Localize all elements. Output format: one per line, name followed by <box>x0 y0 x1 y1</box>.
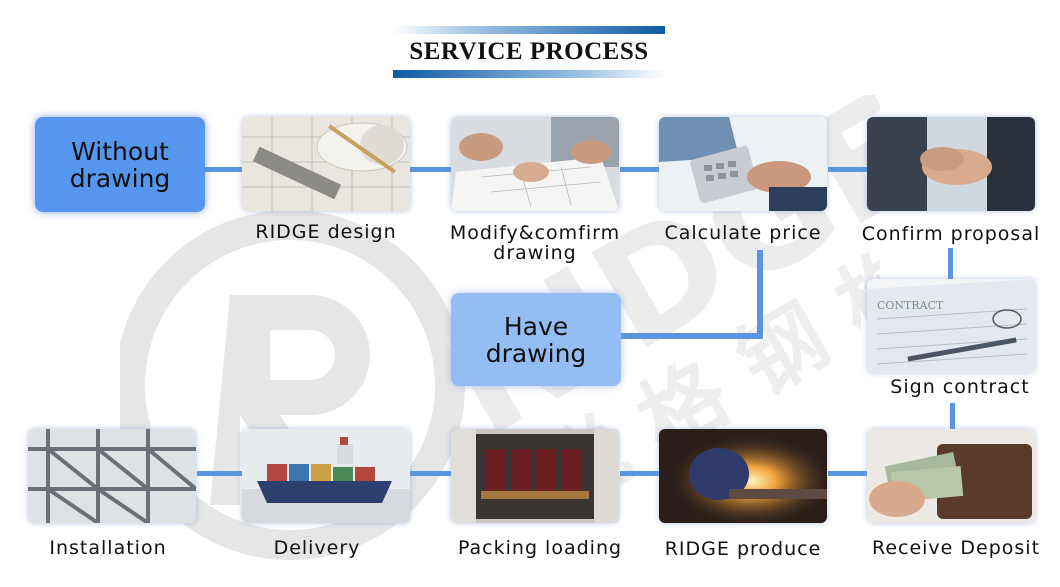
calculate-price-photo <box>659 117 827 211</box>
have-drawing-label: Have drawing <box>485 311 587 368</box>
modify-confirm-line1: Modify&comfirm <box>449 222 621 244</box>
connector-contract-deposit <box>950 403 955 431</box>
connector-have-up <box>757 250 763 338</box>
modify-confirm-label: Modify&comfirm drawing <box>440 223 630 263</box>
installation-photo <box>28 429 196 523</box>
connector-modify-calc <box>620 167 660 172</box>
title-bottom-accent <box>393 70 665 78</box>
page-title: SERVICE PROCESS <box>409 38 649 65</box>
without-drawing-label: Without drawing <box>69 136 171 193</box>
connector-start-design <box>205 167 245 172</box>
connector-delivery-install <box>197 471 242 476</box>
handshake-photo <box>867 117 1035 211</box>
modify-drawing-photo <box>451 117 619 211</box>
receive-deposit-label: Receive Deposit <box>871 537 1041 559</box>
connector-deposit-produce <box>828 471 868 476</box>
connector-have-horizontal <box>621 333 763 339</box>
connector-produce-packing <box>620 471 660 476</box>
ridge-design-photo <box>242 117 410 211</box>
sign-contract-photo: CONTRACT <box>867 279 1035 373</box>
modify-confirm-line2: drawing <box>493 242 577 264</box>
connector-proposal-contract <box>948 248 953 280</box>
ridge-produce-photo <box>659 429 827 523</box>
receive-deposit-photo <box>867 429 1035 523</box>
title-top-accent <box>393 26 665 34</box>
have-drawing-button[interactable]: Have drawing <box>451 293 621 386</box>
service-process-title: SERVICE PROCESS <box>393 26 665 78</box>
connector-calc-proposal <box>828 167 868 172</box>
packing-loading-photo <box>451 429 619 523</box>
calculate-price-label: Calculate price <box>664 222 822 244</box>
without-drawing-button[interactable]: Without drawing <box>35 117 205 212</box>
svg-text:CONTRACT: CONTRACT <box>877 299 944 312</box>
packing-loading-label: Packing loading <box>457 537 623 559</box>
delivery-label: Delivery <box>273 537 361 559</box>
connector-packing-delivery <box>410 471 452 476</box>
ridge-produce-label: RIDGE produce <box>664 538 822 560</box>
connector-design-modify <box>410 167 452 172</box>
delivery-photo <box>242 429 410 523</box>
installation-label: Installation <box>49 537 167 559</box>
ridge-design-label: RIDGE design <box>255 221 397 243</box>
confirm-proposal-label: Confirm proposal <box>861 223 1041 245</box>
sign-contract-label: Sign contract <box>890 376 1030 398</box>
